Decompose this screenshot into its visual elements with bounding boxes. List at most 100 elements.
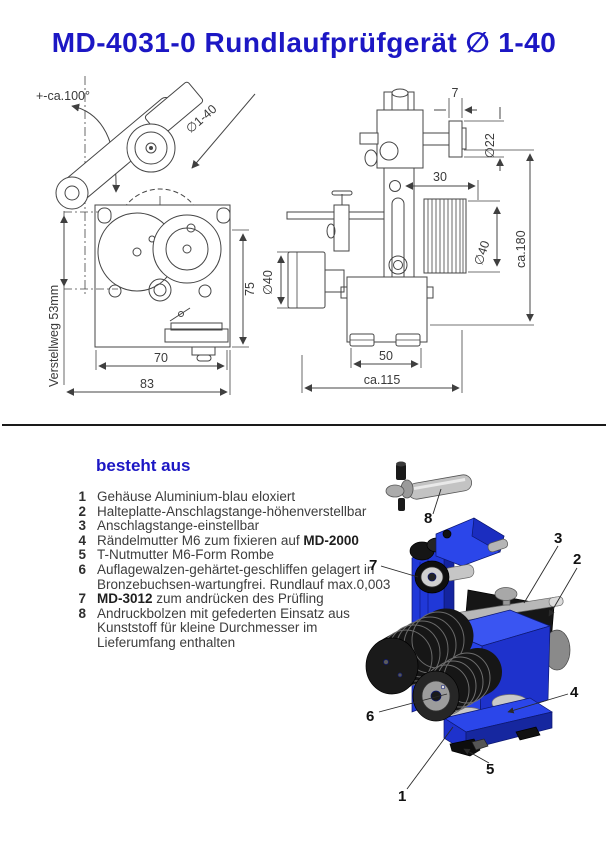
pin-post-cap	[396, 461, 406, 467]
roller-upper-dot2	[397, 672, 403, 678]
callout-leaders	[378, 488, 578, 790]
bore-center-inner	[153, 283, 167, 297]
callout-3: 3	[554, 530, 562, 547]
callout-4: 4	[570, 684, 579, 701]
label-70: 70	[154, 351, 168, 365]
support-roller-right	[152, 214, 222, 284]
label-angle: +-ca.100°	[36, 89, 90, 103]
roller-upper-dot1	[383, 659, 389, 665]
leader-8	[432, 488, 442, 515]
arm-end-roller	[55, 176, 89, 210]
dim180-ext	[430, 149, 534, 326]
knurl-hatch	[427, 199, 464, 273]
clamp-bar	[164, 328, 229, 343]
part-desc: T-Nutmutter M6-Form Rombe	[97, 547, 275, 563]
pin-tip	[461, 127, 467, 150]
bottom-tab	[191, 346, 216, 356]
stop-rod-tip	[548, 596, 564, 607]
roller-upper-face	[365, 637, 419, 695]
bottom-nut	[196, 354, 212, 362]
part-number: 5	[78, 547, 86, 563]
roller-lower	[412, 648, 502, 722]
part-item-6: 6 Auflagewalzen-gehärtet-geschliffen gel…	[70, 561, 392, 592]
screw-head	[391, 88, 409, 98]
rod-slider	[333, 204, 350, 252]
right-view	[277, 88, 534, 393]
part-desc: Rändelmutter M6 zum fixieren auf	[97, 532, 304, 548]
callout-1: 1	[398, 788, 406, 805]
part-desc: Andruckbolzen mit gefederten Einsatz aus…	[97, 605, 350, 650]
label-50: 50	[379, 349, 393, 363]
roller-upper	[365, 608, 474, 695]
pivot-roller-ring	[134, 131, 168, 165]
travel-leaders	[64, 211, 118, 290]
part-item-1: 1 Gehäuse Aluminium-blau eloxiert	[70, 489, 392, 505]
pressure-wheel-hub	[427, 572, 437, 582]
hook-cut	[379, 141, 399, 161]
part-item-4: 4 Rändelmutter M6 zum fixieren auf MD-20…	[70, 532, 392, 549]
dim115-ext	[301, 330, 463, 393]
part-text: Andruckbolzen mit gefederten Einsatz aus…	[97, 605, 392, 651]
side-bump	[364, 149, 378, 167]
dim70-ext	[95, 350, 228, 370]
part-number: 1	[78, 489, 86, 504]
left-view	[55, 76, 256, 396]
left-pin	[359, 132, 379, 145]
head-bolt	[442, 529, 452, 539]
part-number: 6	[78, 561, 86, 577]
label-d40-roller: ∅40	[472, 239, 493, 267]
thumb-screw-disc	[494, 587, 518, 601]
bore-left	[108, 284, 122, 298]
dim40k-ext	[277, 251, 300, 309]
leader-6	[378, 693, 448, 713]
dim7-ext	[448, 98, 463, 118]
leader-5	[463, 748, 490, 764]
part-text: MD-3012 zum andrücken des Prüfling	[97, 591, 392, 607]
part-number: 3	[78, 518, 86, 534]
body-tab-right	[426, 286, 434, 299]
clamp-plate	[170, 322, 223, 331]
label-travel: Verstellweg 53mm	[47, 285, 61, 387]
roller-lower-dot	[440, 684, 446, 690]
slot-bolt-outer	[388, 255, 408, 275]
support-roller-left-hub	[132, 247, 142, 257]
part-desc-post: zum andrücken des Prüfling	[152, 591, 324, 607]
device-body	[365, 517, 571, 757]
part-item-8: 8 Andruckbolzen mit gefederten Einsatz a…	[70, 605, 392, 651]
bore-center-outer	[148, 278, 172, 302]
label-d40-knob: ∅40	[261, 270, 275, 295]
callout-5: 5	[486, 761, 494, 778]
part-ref: MD-3012	[97, 591, 153, 607]
pin-highlight	[413, 478, 466, 491]
part-item-3: 3 Anschlagstange-einstellbar	[70, 518, 392, 534]
knurled-roller-side	[423, 198, 467, 274]
clamp-lever	[169, 307, 191, 322]
part-desc: Halteplatte-Anschlagstange-höhenverstell…	[97, 503, 367, 519]
pin-post-bottom	[398, 498, 405, 511]
part-text: Anschlagstange-einstellbar	[97, 518, 392, 534]
label-75: 75	[243, 282, 257, 296]
device-3d-render: 1 2 3 4 5 6 7 8	[365, 461, 581, 805]
leader-4	[507, 693, 569, 714]
label-83: 83	[140, 377, 154, 391]
pivot-center	[149, 146, 153, 150]
swivel-arc	[71, 103, 121, 193]
label-ca115: ca.115	[364, 373, 401, 387]
part-number: 8	[78, 605, 86, 621]
part-text: Rändelmutter M6 zum fixieren auf MD-2000	[97, 532, 392, 549]
part-ref: MD-2000	[303, 532, 359, 548]
label-d22: ∅22	[483, 133, 497, 158]
body-tab-left	[340, 286, 348, 299]
leader-3	[523, 545, 559, 604]
head-pin	[487, 538, 509, 553]
part-desc: Auflagewalzen-gehärtet-geschliffen gelag…	[97, 561, 391, 592]
part-text: Halteplatte-Anschlagstange-höhenverstell…	[97, 503, 392, 520]
label-7: 7	[452, 86, 459, 100]
callout-8: 8	[424, 510, 432, 527]
pressure-pin-part	[385, 461, 473, 511]
technical-drawings: +-ca.100° ∅1-40 75 70 83 Verstellweg 53m…	[36, 76, 534, 396]
part-number: 4	[78, 532, 86, 548]
part-text: Gehäuse Aluminium-blau eloxiert	[97, 489, 392, 505]
pin-post-top	[396, 464, 406, 480]
part-number: 2	[78, 503, 86, 519]
